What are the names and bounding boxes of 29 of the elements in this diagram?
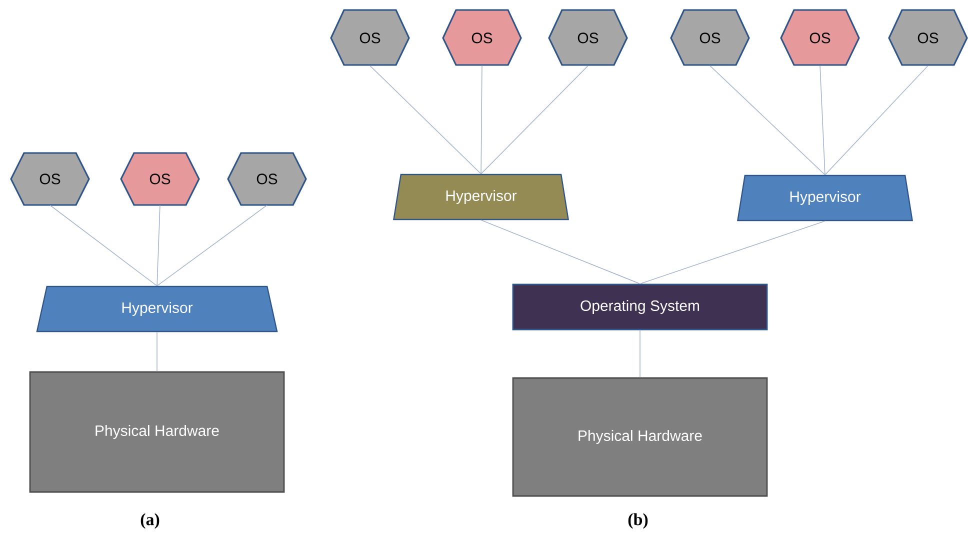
hypervisor-trapezoid: Hypervisor [737, 174, 913, 222]
os-hexagon: OS [780, 9, 860, 66]
connector-line [640, 220, 826, 284]
os-hexagon: OS [442, 9, 522, 66]
connector-line [50, 204, 158, 286]
os-hexagon: OS [227, 152, 307, 206]
os-hexagon: OS [120, 152, 200, 206]
panel-label: (a) [140, 513, 160, 529]
connector-line [820, 65, 826, 176]
connector-line [480, 65, 482, 174]
panel-label: (b) [628, 513, 648, 529]
connector-line [156, 332, 158, 372]
connector-line [156, 204, 160, 286]
hypervisor-trapezoid: Hypervisor [36, 286, 278, 332]
layer-box: Physical Hardware [29, 371, 285, 493]
connector-line [710, 65, 826, 176]
connector-line [156, 204, 268, 286]
layer-box: Physical Hardware [512, 377, 768, 497]
os-hexagon: OS [548, 9, 628, 66]
connector-line [824, 65, 928, 176]
connector-line [370, 65, 482, 174]
os-hexagon: OS [888, 9, 968, 66]
os-hexagon: OS [10, 152, 90, 206]
connector-line [480, 65, 588, 174]
layer-box: Operating System [512, 284, 768, 330]
connector-line [480, 220, 640, 284]
os-hexagon: OS [670, 9, 750, 66]
os-hexagon: OS [330, 9, 410, 66]
hypervisor-trapezoid: Hypervisor [393, 174, 569, 220]
